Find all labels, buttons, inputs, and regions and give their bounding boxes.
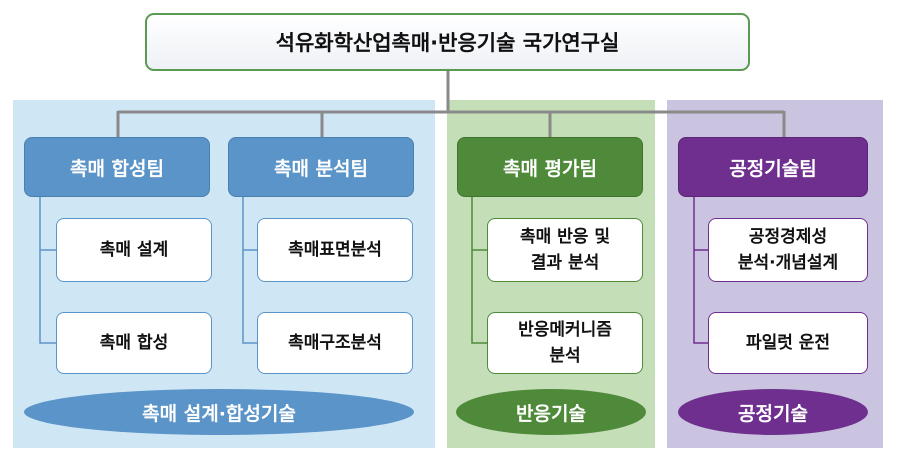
item-process-economics: 공정경제성 분석·개념설계 <box>708 218 868 282</box>
team-catalyst-analysis: 촉매 분석팀 <box>228 137 414 197</box>
group-label-reaction: 반응기술 <box>456 389 646 435</box>
group-label-process: 공정기술 <box>678 389 868 435</box>
team-process-technology: 공정기술팀 <box>678 137 868 197</box>
branch-team-2 <box>242 197 257 344</box>
item-reaction-mechanism-analysis: 반응메커니즘 분석 <box>487 312 643 374</box>
branch-team-3 <box>471 197 487 344</box>
team-catalyst-synthesis: 촉매 합성팀 <box>24 137 210 197</box>
lab-title: 석유화학산업촉매·반응기술 국가연구실 <box>145 13 750 71</box>
item-pilot-operation: 파일럿 운전 <box>708 312 868 374</box>
item-surface-analysis: 촉매표면분석 <box>257 218 413 282</box>
item-reaction-result-analysis: 촉매 반응 및 결과 분석 <box>487 218 643 282</box>
item-catalyst-design: 촉매 설계 <box>56 218 212 282</box>
team-catalyst-evaluation: 촉매 평가팀 <box>457 137 643 197</box>
item-structure-analysis: 촉매구조분석 <box>257 312 413 374</box>
branch-team-1 <box>39 197 56 344</box>
item-catalyst-synthesis: 촉매 합성 <box>56 312 212 374</box>
branch-team-4 <box>693 197 708 344</box>
group-label-design-synthesis: 촉매 설계·합성기술 <box>24 389 414 435</box>
